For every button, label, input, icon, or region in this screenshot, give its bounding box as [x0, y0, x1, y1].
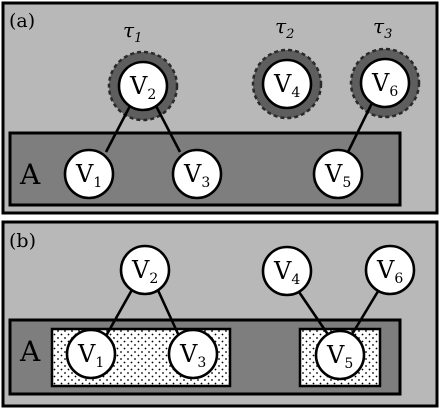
- panel-b-node-v3: V3: [167, 328, 219, 380]
- svg-text:V6: V6: [376, 256, 403, 287]
- svg-text:V4: V4: [273, 257, 300, 288]
- svg-text:V5: V5: [326, 341, 353, 372]
- panel-b-node-v2: V2: [119, 244, 171, 296]
- panel-b-label: (b): [9, 230, 36, 252]
- panel-b-edge-v2-v3: [155, 287, 181, 337]
- panel-b-node-v6: V6: [364, 244, 416, 296]
- panel-a-tau1-label: τ1: [123, 18, 142, 46]
- svg-text:V6: V6: [371, 69, 398, 100]
- panel-a-node-v5: V5: [312, 148, 364, 200]
- svg-text:V5: V5: [324, 160, 351, 191]
- panel-b-edge-v2-v1: [104, 287, 135, 337]
- panel-a-label: (a): [9, 10, 35, 32]
- svg-text:V1: V1: [77, 340, 104, 371]
- panel-a-edge-v6-v5: [346, 100, 375, 153]
- panel-b-edge-v6-v5: [349, 287, 382, 337]
- panel-a-tau2-label: τ2: [275, 14, 294, 42]
- svg-text:V1: V1: [75, 160, 102, 191]
- panel-b-set-label: A: [19, 335, 41, 368]
- panel-b-node-v5: V5: [314, 329, 366, 381]
- panel-b-edge-v4-v5: [295, 288, 331, 337]
- svg-text:τ1: τ1: [123, 18, 142, 46]
- panel-a-edge-v2-v3: [153, 103, 182, 153]
- panel-b-node-v1: V1: [65, 328, 117, 380]
- svg-text:V2: V2: [129, 72, 156, 103]
- svg-text:τ3: τ3: [373, 14, 392, 42]
- panel-b-node-v4: V4: [261, 245, 313, 297]
- svg-text:τ2: τ2: [275, 14, 294, 42]
- panel-a-node-v2: V2: [117, 60, 169, 112]
- panel-a-node-v1: V1: [63, 148, 115, 200]
- panel-a-node-v3: V3: [171, 148, 223, 200]
- panel-a-node-v6: V6: [359, 57, 411, 109]
- svg-text:V2: V2: [131, 256, 158, 287]
- panel-a: (a) A τ1 τ2 τ3 V1 V2: [1, 1, 439, 215]
- panel-a-node-v4: V4: [261, 58, 313, 110]
- panel-b: (b) A V1 V2 V3 V4 V5: [1, 220, 439, 408]
- panel-a-set-label: A: [19, 158, 41, 191]
- svg-text:V4: V4: [273, 70, 300, 101]
- svg-text:V3: V3: [179, 340, 206, 371]
- svg-text:V3: V3: [183, 160, 210, 191]
- panel-a-edge-v2-v1: [104, 103, 133, 153]
- panel-a-tau3-label: τ3: [373, 14, 392, 42]
